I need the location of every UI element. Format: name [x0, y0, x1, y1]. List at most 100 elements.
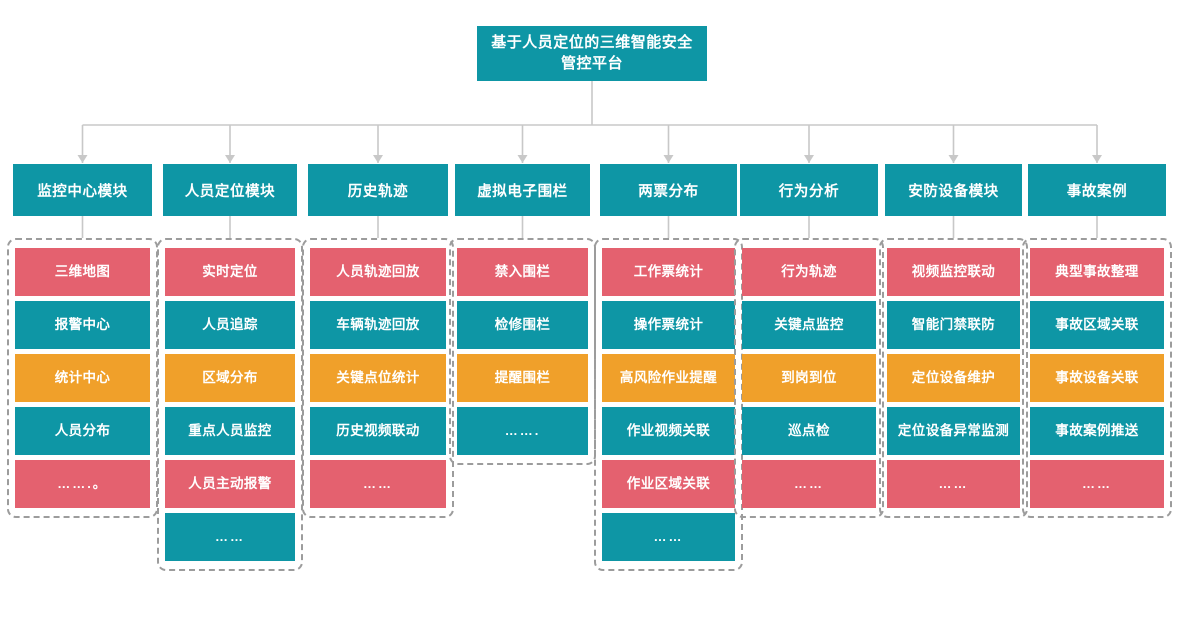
leaf-cell[interactable]: 统计中心	[15, 354, 150, 402]
column-group-5: 工作票统计操作票统计高风险作业提醒作业视频关联作业区域关联 ……	[594, 238, 743, 571]
leaf-cell-label: 典型事故整理	[1055, 263, 1139, 279]
column-6: 行为分析行为轨迹关键点监控到岗到位巡点检 ……	[734, 164, 884, 518]
leaf-cell[interactable]: 实时定位	[165, 248, 295, 296]
leaf-cell[interactable]: 提醒围栏	[457, 354, 588, 402]
column-header-5[interactable]: 两票分布	[600, 164, 737, 216]
leaf-cell-label: 人员轨迹回放	[336, 263, 420, 279]
leaf-cell-label: 智能门禁联防	[911, 316, 996, 332]
leaf-cell-label: 统计中心	[54, 369, 111, 385]
leaf-cell[interactable]: 检修围栏	[457, 301, 588, 349]
column-header-label: 事故案例	[1066, 183, 1128, 200]
column-group-1: 三维地图报警中心统计中心人员分布 …….。	[7, 238, 158, 518]
leaf-cell[interactable]: 事故案例推送	[1030, 407, 1164, 455]
leaf-cell[interactable]: 重点人员监控	[165, 407, 295, 455]
leaf-cell-label: ……	[938, 475, 969, 491]
leaf-cell[interactable]: 三维地图	[15, 248, 150, 296]
leaf-cell-label: 历史视频联动	[336, 422, 420, 438]
leaf-cell-label: 操作票统计	[633, 316, 704, 332]
leaf-cell-label: 事故区域关联	[1055, 316, 1139, 332]
leaf-cell[interactable]: 典型事故整理	[1030, 248, 1164, 296]
leaf-cell-label: …….	[504, 422, 541, 438]
leaf-cell-label: 检修围栏	[494, 316, 551, 332]
column-5: 两票分布工作票统计操作票统计高风险作业提醒作业视频关联作业区域关联 ……	[594, 164, 743, 571]
leaf-cell[interactable]: 历史视频联动	[310, 407, 446, 455]
leaf-cell[interactable]: 人员主动报警	[165, 460, 295, 508]
column-7: 安防设备模块视频监控联动智能门禁联防定位设备维护定位设备异常监测 ……	[879, 164, 1028, 518]
column-group-7: 视频监控联动智能门禁联防定位设备维护定位设备异常监测 ……	[879, 238, 1028, 518]
leaf-cell[interactable]: 关键点监控	[742, 301, 876, 349]
column-2: 人员定位模块实时定位人员追踪区域分布重点人员监控人员主动报警 ……	[157, 164, 303, 571]
leaf-cell[interactable]: 行为轨迹	[742, 248, 876, 296]
leaf-cell[interactable]: 视频监控联动	[887, 248, 1020, 296]
column-header-label: 两票分布	[638, 183, 699, 200]
column-header-1[interactable]: 监控中心模块	[13, 164, 152, 216]
leaf-cell-label: 车辆轨迹回放	[336, 316, 420, 332]
leaf-cell-label: 三维地图	[54, 263, 111, 279]
leaf-cell-label: ……	[215, 528, 245, 544]
leaf-cell[interactable]: 事故设备关联	[1030, 354, 1164, 402]
leaf-cell-label: 关键点监控	[774, 316, 844, 332]
leaf-cell-label: 作业视频关联	[626, 422, 711, 438]
leaf-cell[interactable]: ……	[742, 460, 876, 508]
leaf-cell-label: 巡点检	[788, 422, 830, 438]
column-header-6[interactable]: 行为分析	[740, 164, 878, 216]
leaf-cell[interactable]: 操作票统计	[602, 301, 735, 349]
column-group-2: 实时定位人员追踪区域分布重点人员监控人员主动报警 ……	[157, 238, 303, 571]
leaf-cell[interactable]: ……	[1030, 460, 1164, 508]
leaf-cell[interactable]: 作业区域关联	[602, 460, 735, 508]
leaf-cell-label: ……	[653, 528, 684, 544]
leaf-cell[interactable]: ……	[310, 460, 446, 508]
leaf-cell[interactable]: 高风险作业提醒	[602, 354, 735, 402]
column-header-3[interactable]: 历史轨迹	[308, 164, 448, 216]
leaf-cell-label: 报警中心	[54, 316, 111, 332]
column-header-label: 虚拟电子围栏	[477, 183, 568, 200]
leaf-cell-label: 高风险作业提醒	[619, 369, 718, 385]
leaf-cell[interactable]: 报警中心	[15, 301, 150, 349]
leaf-cell-label: 实时定位	[202, 263, 258, 279]
leaf-cell[interactable]: ……	[165, 513, 295, 561]
leaf-cell-label: 人员主动报警	[188, 475, 272, 491]
leaf-cell[interactable]: 关键点位统计	[310, 354, 446, 402]
leaf-cell-label: ……	[363, 475, 393, 491]
leaf-cell[interactable]: …….。	[15, 460, 150, 508]
leaf-cell[interactable]: 事故区域关联	[1030, 301, 1164, 349]
leaf-cell-label: 工作票统计	[633, 263, 704, 279]
leaf-cell[interactable]: 智能门禁联防	[887, 301, 1020, 349]
leaf-cell[interactable]: ……	[887, 460, 1020, 508]
leaf-cell[interactable]: 区域分布	[165, 354, 295, 402]
leaf-cell[interactable]: 人员分布	[15, 407, 150, 455]
column-header-2[interactable]: 人员定位模块	[163, 164, 297, 216]
column-group-3: 人员轨迹回放车辆轨迹回放关键点位统计历史视频联动 ……	[302, 238, 454, 518]
leaf-cell-label: 作业区域关联	[626, 475, 711, 491]
leaf-cell[interactable]: 人员追踪	[165, 301, 295, 349]
leaf-cell[interactable]: ……	[602, 513, 735, 561]
leaf-cell-label: 事故案例推送	[1055, 422, 1139, 438]
leaf-cell[interactable]: 工作票统计	[602, 248, 735, 296]
column-header-label: 安防设备模块	[908, 183, 999, 200]
leaf-cell[interactable]: 作业视频关联	[602, 407, 735, 455]
column-8: 事故案例典型事故整理事故区域关联事故设备关联事故案例推送 ……	[1022, 164, 1172, 518]
leaf-cell-label: 定位设备异常监测	[897, 422, 1010, 438]
leaf-cell-label: 关键点位统计	[336, 369, 420, 385]
leaf-cell[interactable]: 禁入围栏	[457, 248, 588, 296]
column-group-6: 行为轨迹关键点监控到岗到位巡点检 ……	[734, 238, 884, 518]
leaf-cell-label: 定位设备维护	[911, 369, 996, 385]
leaf-cell-label: 提醒围栏	[494, 369, 551, 385]
leaf-cell[interactable]: 到岗到位	[742, 354, 876, 402]
leaf-cell[interactable]: 车辆轨迹回放	[310, 301, 446, 349]
leaf-cell-label: 人员追踪	[202, 316, 258, 332]
leaf-cell[interactable]: 定位设备维护	[887, 354, 1020, 402]
leaf-cell-label: 禁入围栏	[494, 263, 551, 279]
column-header-4[interactable]: 虚拟电子围栏	[455, 164, 590, 216]
leaf-cell[interactable]: …….	[457, 407, 588, 455]
column-header-7[interactable]: 安防设备模块	[885, 164, 1022, 216]
leaf-cell[interactable]: 定位设备异常监测	[887, 407, 1020, 455]
leaf-cell-label: …….。	[57, 475, 108, 491]
leaf-cell-label: ……	[794, 475, 824, 491]
leaf-cell[interactable]: 人员轨迹回放	[310, 248, 446, 296]
leaf-cell[interactable]: 巡点检	[742, 407, 876, 455]
column-1: 监控中心模块三维地图报警中心统计中心人员分布 …….。	[7, 164, 158, 518]
column-header-8[interactable]: 事故案例	[1028, 164, 1166, 216]
leaf-cell-label: 重点人员监控	[188, 422, 272, 438]
